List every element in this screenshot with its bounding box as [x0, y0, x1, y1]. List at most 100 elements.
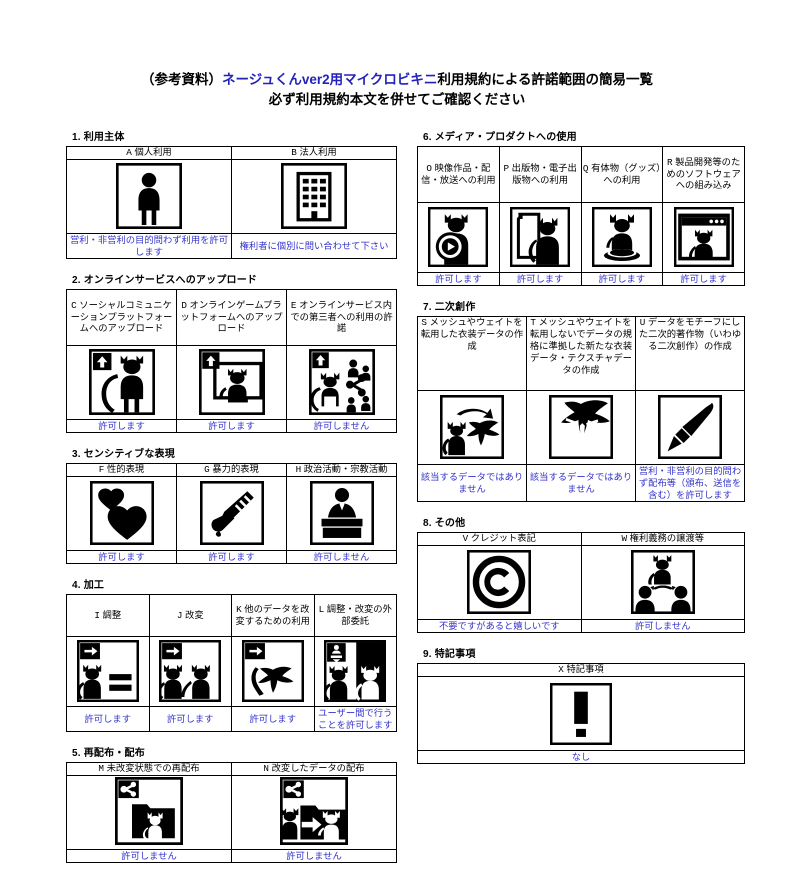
cell-permission-F: 許可します: [66, 550, 177, 565]
section-8: 8. その他 V クレジット表記 W 権利義務の譲渡等: [417, 514, 745, 634]
item-label: 改変: [185, 609, 204, 620]
item-letter: S: [421, 317, 427, 329]
section-5-table: M 未改変状態での再配布 N 改変したデータの配布: [66, 762, 397, 864]
item-letter: E: [290, 299, 297, 311]
cell-icon-U: [635, 390, 745, 466]
figurine-cat-icon: [582, 203, 663, 272]
section-5: 5. 再配布・配布 M 未改変状態での再配布 N 改変したデータの配布: [66, 744, 397, 864]
arrow-cat-cat-icon: [150, 636, 232, 705]
item-label: 調整: [102, 609, 122, 620]
title-prefix: （参考資料）: [141, 72, 223, 87]
cell-icon-C: [66, 345, 177, 421]
cell-icon-K: [231, 636, 315, 708]
item-label: 政治活動・宗教活動: [303, 464, 388, 475]
header-row: I 調整 J 改変 K 他のデータを改変するための利用 L 調整・改変の外部委託: [66, 594, 397, 638]
cell-header-X: X 特記事項: [417, 663, 745, 678]
icon-row: [417, 676, 745, 752]
icon-row: [66, 476, 397, 552]
cell-header-V: V クレジット表記: [417, 532, 582, 547]
cell-icon-P: [498, 202, 582, 273]
item-label: 改変したデータの配布: [271, 763, 365, 774]
permission-row: 許可します 許可します 許可します ユーザー間で行うことを許可します: [66, 706, 397, 733]
podium-speaker-icon: [287, 477, 396, 550]
section-6: 6. メディア・プロダクトへの使用 O 映像作品・配信・放送への利用 P 出版物…: [417, 128, 745, 287]
item-letter: G: [204, 464, 210, 476]
icon-row: [66, 775, 397, 851]
cell-icon-H: [286, 476, 397, 552]
title-line-2: 必ず利用規約本文を併せてご確認ください: [268, 92, 526, 108]
section-4: 4. 加工 I 調整 J 改変 K 他のデータを改変するための利用 L 調整・改…: [66, 576, 397, 733]
item-letter: H: [295, 464, 302, 476]
icon-row: [417, 545, 745, 621]
section-9-table: X 特記事項 なし: [417, 663, 745, 765]
item-label: 調整・改変の外部委託: [326, 603, 392, 626]
item-label: データをモチーフにした二次的著作物（いわゆる二次創作）の作成: [638, 317, 742, 351]
permission-row: 許可します 許可します 許可しません: [66, 419, 397, 434]
item-label: 個人利用: [134, 147, 172, 157]
item-letter: Q: [582, 162, 589, 174]
section-2-heading: 2. オンラインサービスへのアップロード: [72, 275, 258, 287]
cell-header-U: U データをモチーフにした二次的著作物（いわゆる二次創作）の作成: [635, 316, 745, 392]
permission-row: 許可しません 許可しません: [66, 849, 397, 864]
cell-header-G: G 暴力的表現: [176, 463, 287, 478]
item-label: クレジット表記: [470, 533, 536, 544]
cell-header-B: B 法人利用: [231, 146, 397, 160]
item-letter: A: [126, 147, 132, 158]
upload-cat-share-icon: [287, 345, 396, 418]
cell-header-Q: Q 有体物（グッズ）への利用: [580, 146, 664, 203]
header-row: S メッシュやウェイトを転用した衣装データの作成 T メッシュやウェイトを転用し…: [417, 316, 745, 392]
item-letter: W: [621, 533, 628, 545]
item-label: ソーシャルコミュニケーションプラットフォームへのアップロード: [70, 299, 173, 334]
cell-permission-P: 許可します: [498, 271, 582, 287]
item-letter: L: [318, 603, 325, 615]
cell-icon-T: [526, 390, 636, 466]
left-column: 1. 利用主体 A 個人利用 B 法人利用: [66, 128, 397, 875]
icon-row: [66, 636, 397, 708]
header-row: C ソーシャルコミュニケーションプラットフォームへのアップロード D オンライン…: [66, 289, 397, 347]
item-letter: T: [530, 317, 536, 329]
section-7-heading: 7. 二次創作: [423, 302, 476, 314]
cell-header-W: W 権利義務の譲渡等: [580, 532, 745, 547]
permission-row: なし: [417, 750, 745, 765]
cell-permission-T: 該当するデータではありません: [526, 464, 636, 503]
permission-row: 許可します 許可します 許可します 許可します: [417, 271, 745, 287]
cell-permission-B: 権利者に個別に問い合わせて下さい: [231, 232, 397, 260]
cell-header-K: K 他のデータを改変するための利用: [231, 594, 315, 638]
cell-icon-A: [66, 158, 232, 234]
item-letter: I: [94, 609, 100, 621]
cell-header-C: C ソーシャルコミュニケーションプラットフォームへのアップロード: [66, 289, 177, 347]
transfer-cat-icon: [582, 546, 745, 619]
cell-header-J: J 改変: [148, 594, 232, 638]
cell-permission-I: 許可します: [66, 706, 150, 733]
header-row: F 性的表現 G 暴力的表現 H 政治活動・宗教活動: [66, 463, 397, 478]
mesh-only-icon: [527, 391, 635, 464]
item-letter: X: [558, 664, 564, 676]
section-3-heading: 3. センシティブな表現: [72, 449, 175, 461]
hearts-icon: [67, 477, 176, 550]
copyright-icon: [418, 546, 581, 619]
cell-icon-D: [176, 345, 287, 421]
play-cat-icon: [418, 203, 499, 272]
page-title: （参考資料）ネージュくんver2用マイクロビキニ利用規約による許諾範囲の簡易一覧…: [0, 70, 794, 111]
section-3-table: F 性的表現 G 暴力的表現 H 政治活動・宗教活動: [66, 463, 397, 565]
upload-cat-monitor-icon: [177, 345, 286, 418]
title-suffix: 利用規約による許諾範囲の簡易一覧: [437, 72, 653, 87]
cell-permission-N: 許可しません: [231, 849, 397, 864]
item-label: 出版物・電子出版物への利用: [511, 162, 577, 185]
cell-icon-I: [66, 636, 150, 708]
section-1-heading: 1. 利用主体: [72, 132, 125, 143]
cell-header-D: D オンラインゲームプラットフォームへのアップロード: [176, 289, 287, 347]
cell-icon-E: [286, 345, 397, 421]
cell-icon-J: [148, 636, 232, 708]
section-6-table: O 映像作品・配信・放送への利用 P 出版物・電子出版物への利用 Q 有体物（グ…: [417, 146, 745, 287]
upload-cat-icon: [67, 345, 176, 418]
arrow-cat-equals-icon: [67, 636, 149, 705]
item-letter: C: [71, 299, 77, 311]
cell-permission-M: 許可しません: [66, 849, 232, 864]
arrow-cat-mesh-icon: [232, 636, 314, 705]
cell-icon-S: [417, 390, 527, 466]
section-9: 9. 特記事項 X 特記事項: [417, 645, 745, 765]
right-column: 6. メディア・プロダクトへの使用 O 映像作品・配信・放送への利用 P 出版物…: [417, 128, 745, 776]
permission-row: 許可します 許可します 許可しません: [66, 550, 397, 565]
item-label: 性的表現: [106, 464, 145, 475]
